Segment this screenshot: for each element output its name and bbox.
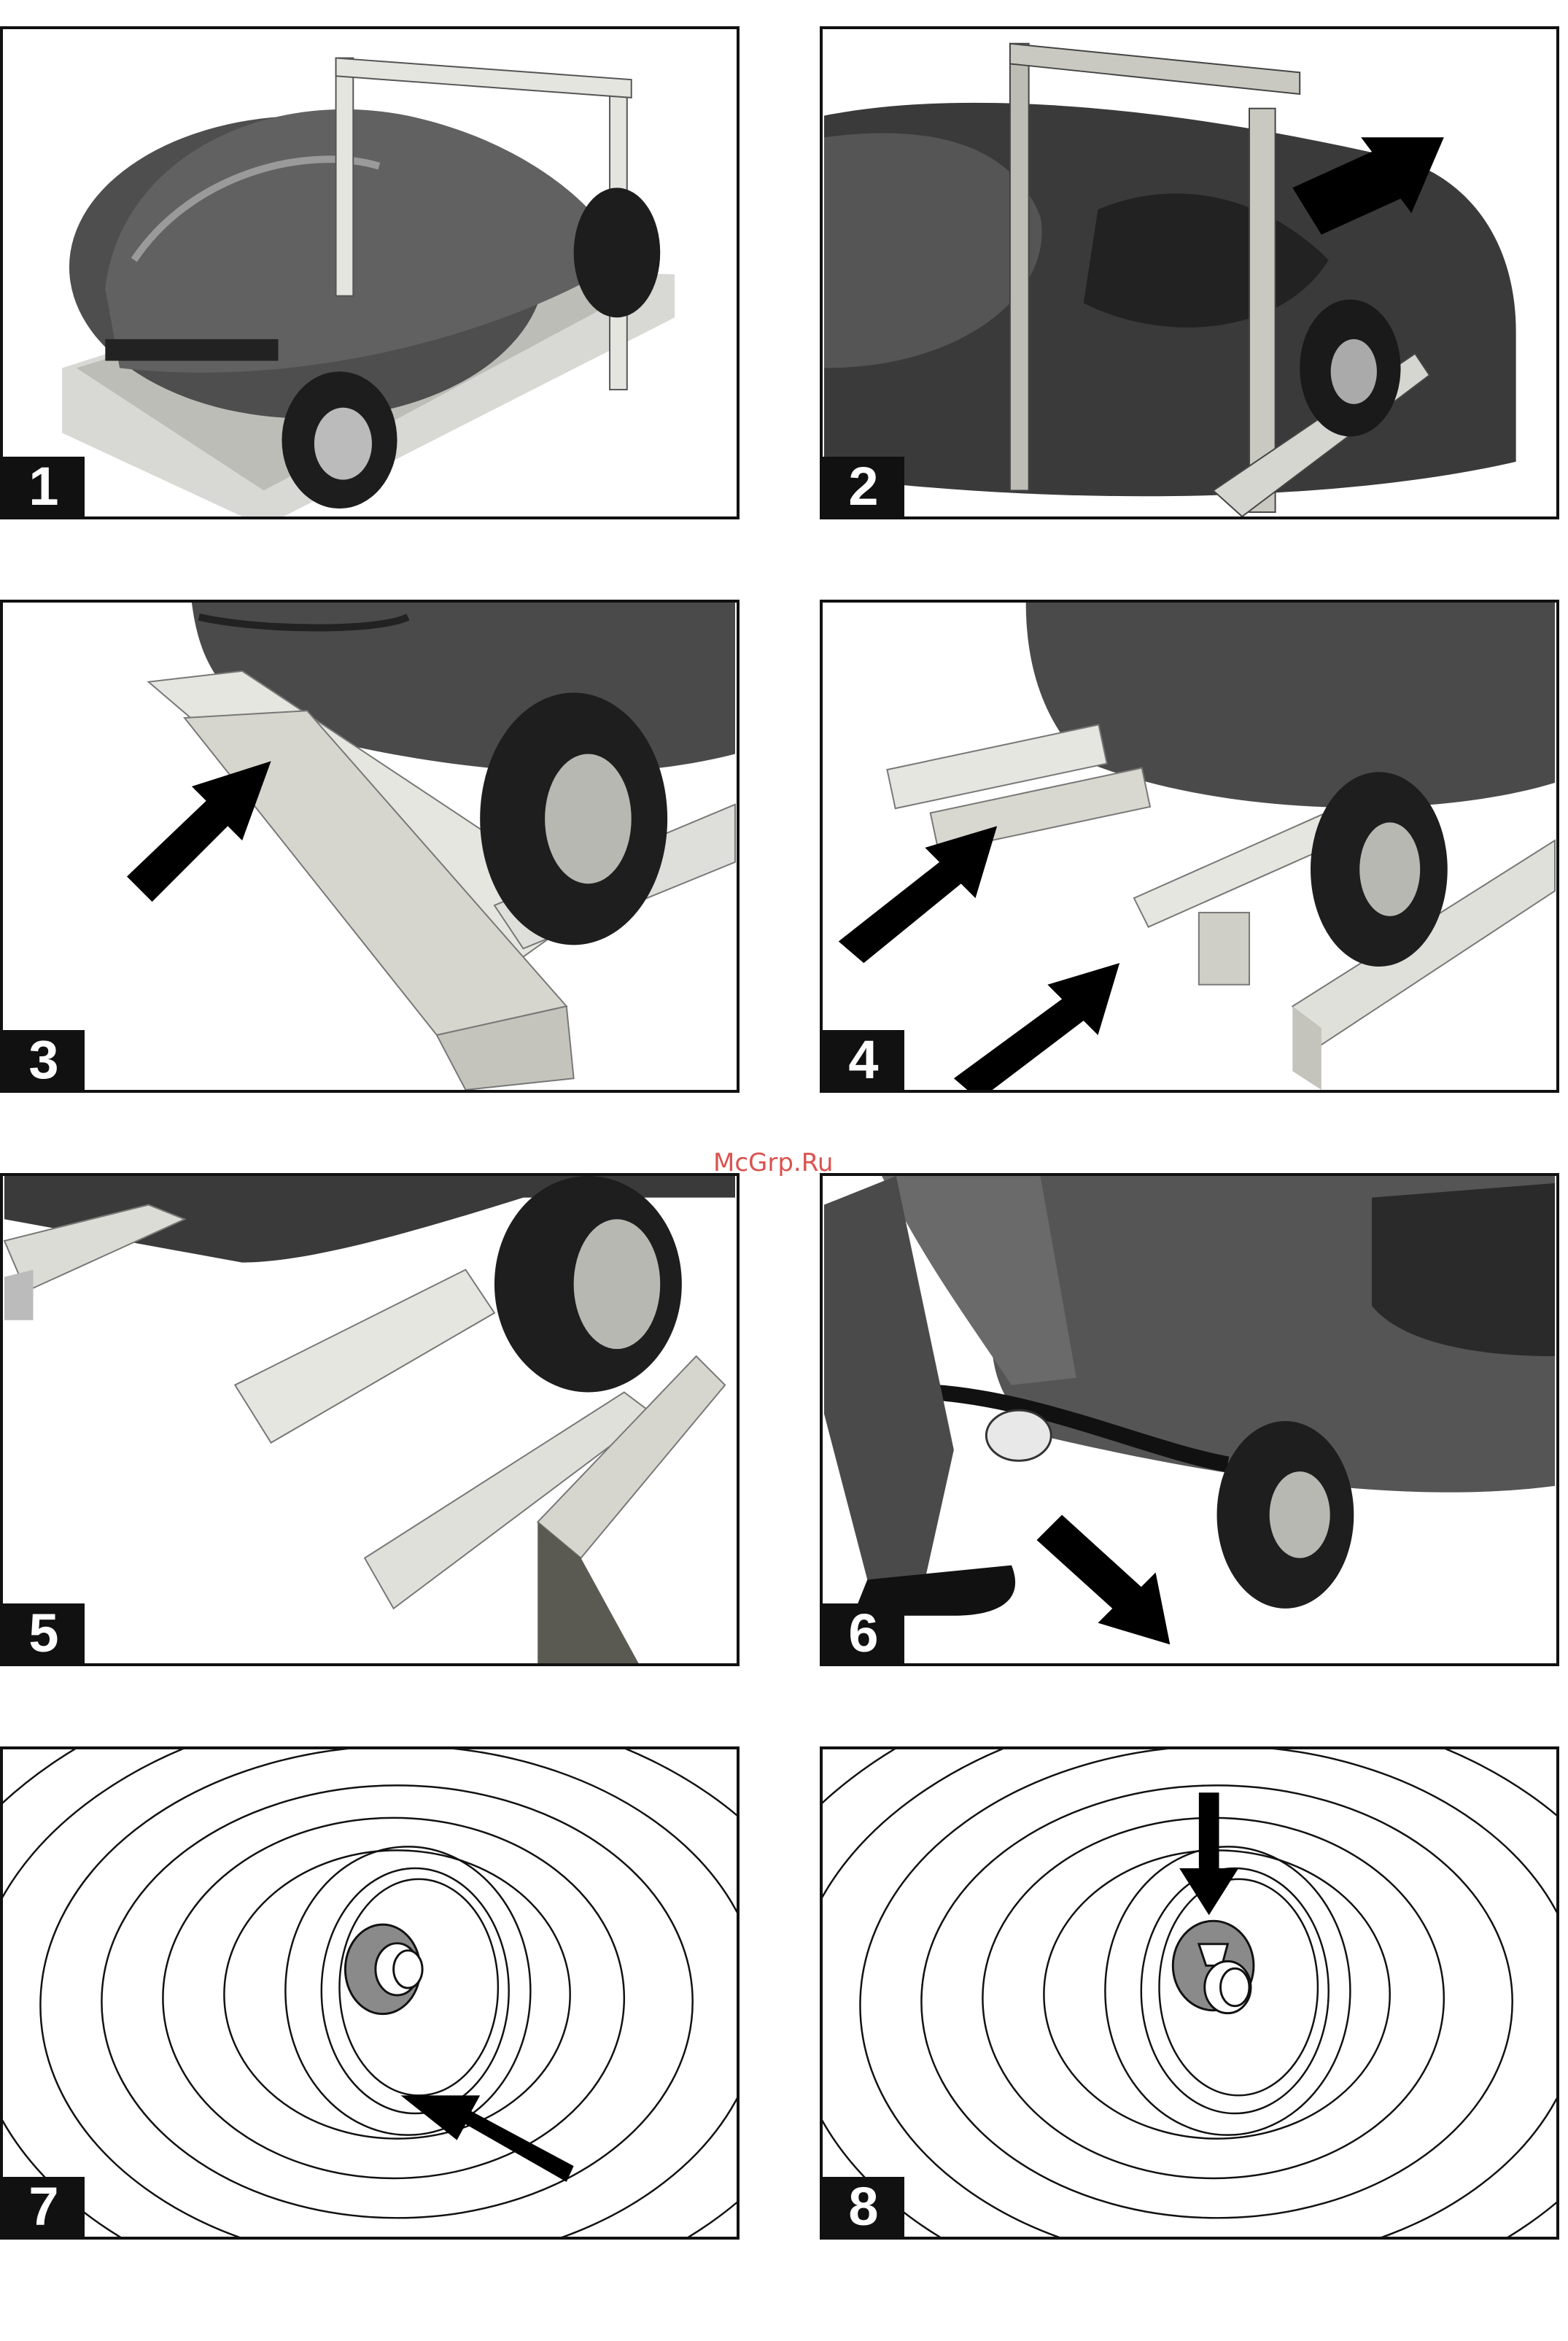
figure-4: 4 [820,600,1559,1093]
figure-5-photo [3,1176,737,1663]
figure-number: 2 [823,457,904,516]
figure-number: 6 [823,1603,904,1663]
figure-number: 4 [823,1030,904,1090]
figure-7: 7 [0,1746,740,2240]
figure-7-drawing [3,1749,737,2237]
figure-2-photo [823,29,1556,516]
figure-number: 1 [3,457,85,516]
figure-number: 7 [3,2177,85,2237]
figure-4-photo [823,603,1556,1090]
figure-5: 5 [0,1173,740,1666]
figure-2: 2 [820,26,1559,519]
figure-3: 3 [0,600,740,1093]
figure-number: 8 [823,2177,904,2237]
figure-1-photo [3,29,737,516]
figure-8: 8 [820,1746,1559,2240]
figure-6: 6 [820,1173,1559,1666]
figure-6-photo [823,1176,1556,1663]
figure-3-photo [3,603,737,1090]
figure-1: 1 [0,26,740,519]
watermark: McGrp.Ru [713,1148,833,1177]
figure-number: 3 [3,1030,85,1090]
figure-8-drawing [823,1749,1556,2237]
figure-number: 5 [3,1603,85,1663]
